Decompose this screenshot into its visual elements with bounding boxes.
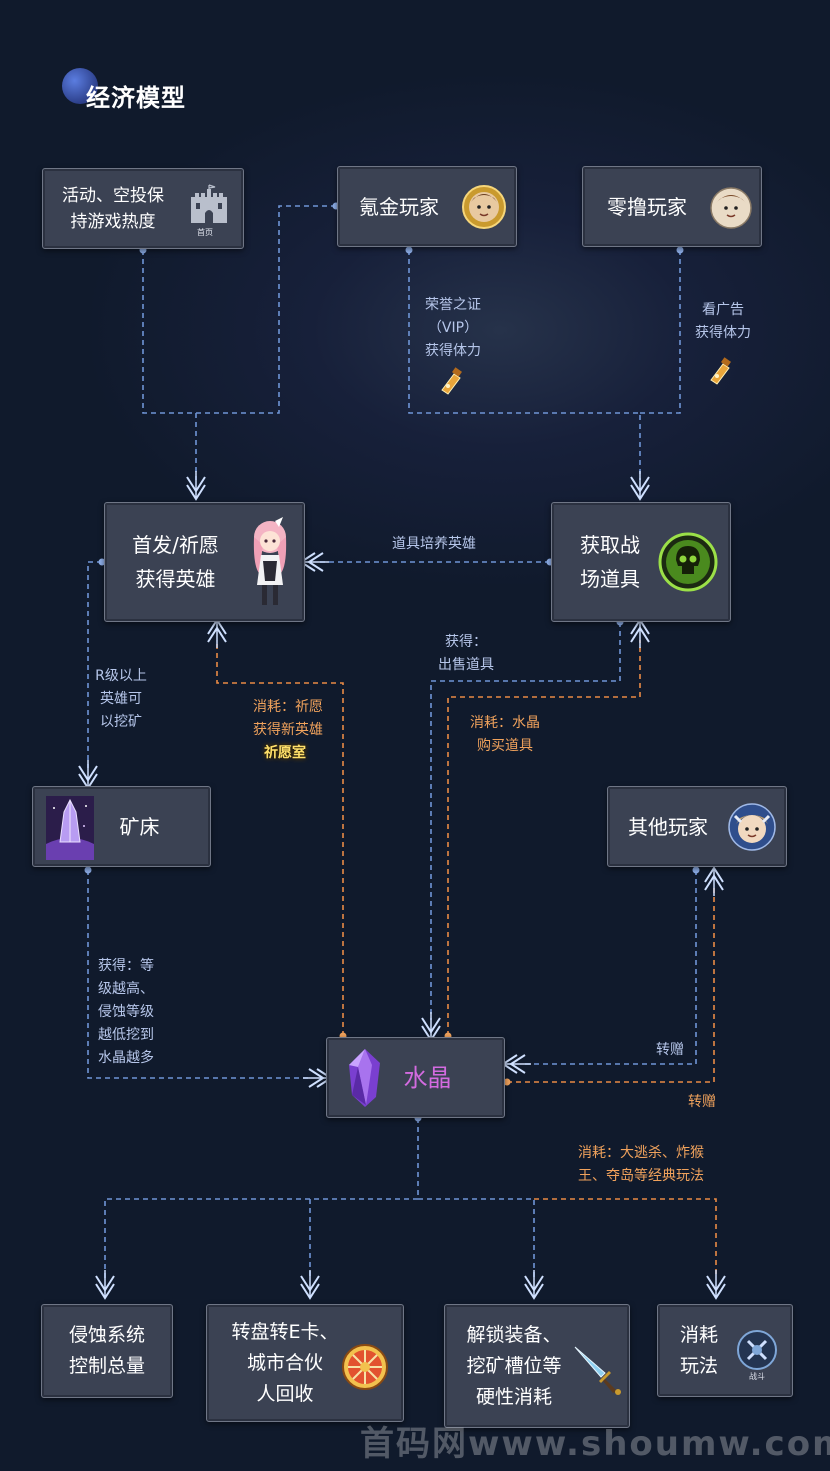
note-gift-in: 转赠: [656, 1042, 684, 1058]
note-classic-games: 消耗：大逃杀、炸猴 王、夺岛等经典玩法: [578, 1145, 704, 1184]
crystal-mine-icon: [46, 796, 94, 864]
castle-icon-caption: 首页: [197, 228, 213, 237]
note-train-hero: 道具培养英雄: [392, 536, 476, 552]
note-sell-props: 获得： 出售道具: [438, 634, 494, 673]
castle-icon: [187, 183, 231, 231]
node-unlock-label: 解锁装备、 挖矿槽位等 硬性消耗: [466, 1323, 562, 1408]
purple-crystal-icon: [346, 1047, 384, 1113]
skull-orb-icon: [658, 532, 718, 596]
warrior-avatar-icon: [727, 802, 777, 856]
stamina-potion-icon: [705, 356, 735, 390]
node-battle-props: 获取战 场道具: [551, 502, 731, 622]
node-props-label: 获取战 场道具: [580, 533, 640, 591]
note-ads-stamina: 看广告 获得体力: [695, 302, 751, 341]
node-hero: 首发/祈愿 获得英雄: [104, 502, 305, 622]
node-free-label: 零撸玩家: [607, 194, 687, 219]
wheel-icon: [341, 1343, 389, 1395]
gold-badge-avatar-icon: [461, 184, 507, 234]
node-unlock-consumption: 解锁装备、 挖矿槽位等 硬性消耗: [444, 1304, 630, 1428]
hero-character-icon: [245, 515, 295, 613]
note-mining-yield: 获得：等 级越高、 侵蚀等级 越低挖到 水晶越多: [98, 958, 154, 1066]
node-krypton-players: 氪金玩家: [337, 166, 517, 247]
node-other-players: 其他玩家: [607, 786, 787, 867]
note-r-level-mining: R级以上 英雄可 以挖矿: [95, 668, 147, 730]
node-hero-label: 首发/祈愿 获得英雄: [132, 533, 219, 591]
battle-emblem-icon: [736, 1329, 778, 1375]
note-vip-stamina: 荣誉之证 （VIP） 获得体力: [425, 297, 481, 359]
watermark: 首码网www.shoumw.com: [360, 1424, 830, 1464]
node-consume-gameplay: 消耗 玩法 战斗: [657, 1304, 793, 1397]
node-mine-label: 矿床: [119, 814, 160, 839]
node-crystal-label: 水晶: [403, 1063, 452, 1092]
battle-emblem-caption: 战斗: [749, 1372, 765, 1381]
node-erosion-label: 侵蚀系统 控制总量: [68, 1324, 145, 1377]
player-avatar-icon: [710, 187, 752, 233]
node-wheel-label: 转盘转E卡、 城市合伙 人回收: [231, 1320, 339, 1405]
node-krypton-label: 氪金玩家: [359, 194, 439, 219]
node-others-label: 其他玩家: [628, 814, 708, 839]
node-consume-label: 消耗 玩法: [679, 1323, 718, 1377]
node-activity-label: 活动、空投保 持游戏热度: [62, 185, 164, 232]
node-activity: 活动、空投保 持游戏热度 首页: [42, 168, 244, 249]
node-free-players: 零撸玩家: [582, 166, 762, 247]
note-wish-hero: 消耗：祈愿 获得新英雄: [253, 699, 323, 738]
node-wheel-recycle: 转盘转E卡、 城市合伙 人回收: [206, 1304, 404, 1422]
sword-icon: [571, 1343, 625, 1401]
stamina-potion-icon: [436, 366, 466, 400]
title-text: 经济模型: [86, 84, 186, 112]
wish-room-badge: 祈愿室: [264, 745, 306, 761]
title-dot-icon: [62, 68, 98, 104]
node-mine: 矿床: [32, 786, 211, 867]
note-gift-out: 转赠: [688, 1094, 716, 1110]
node-crystal: 水晶: [326, 1037, 505, 1118]
note-buy-props: 消耗：水晶 购买道具: [470, 715, 540, 754]
node-erosion-system: 侵蚀系统 控制总量: [41, 1304, 173, 1398]
